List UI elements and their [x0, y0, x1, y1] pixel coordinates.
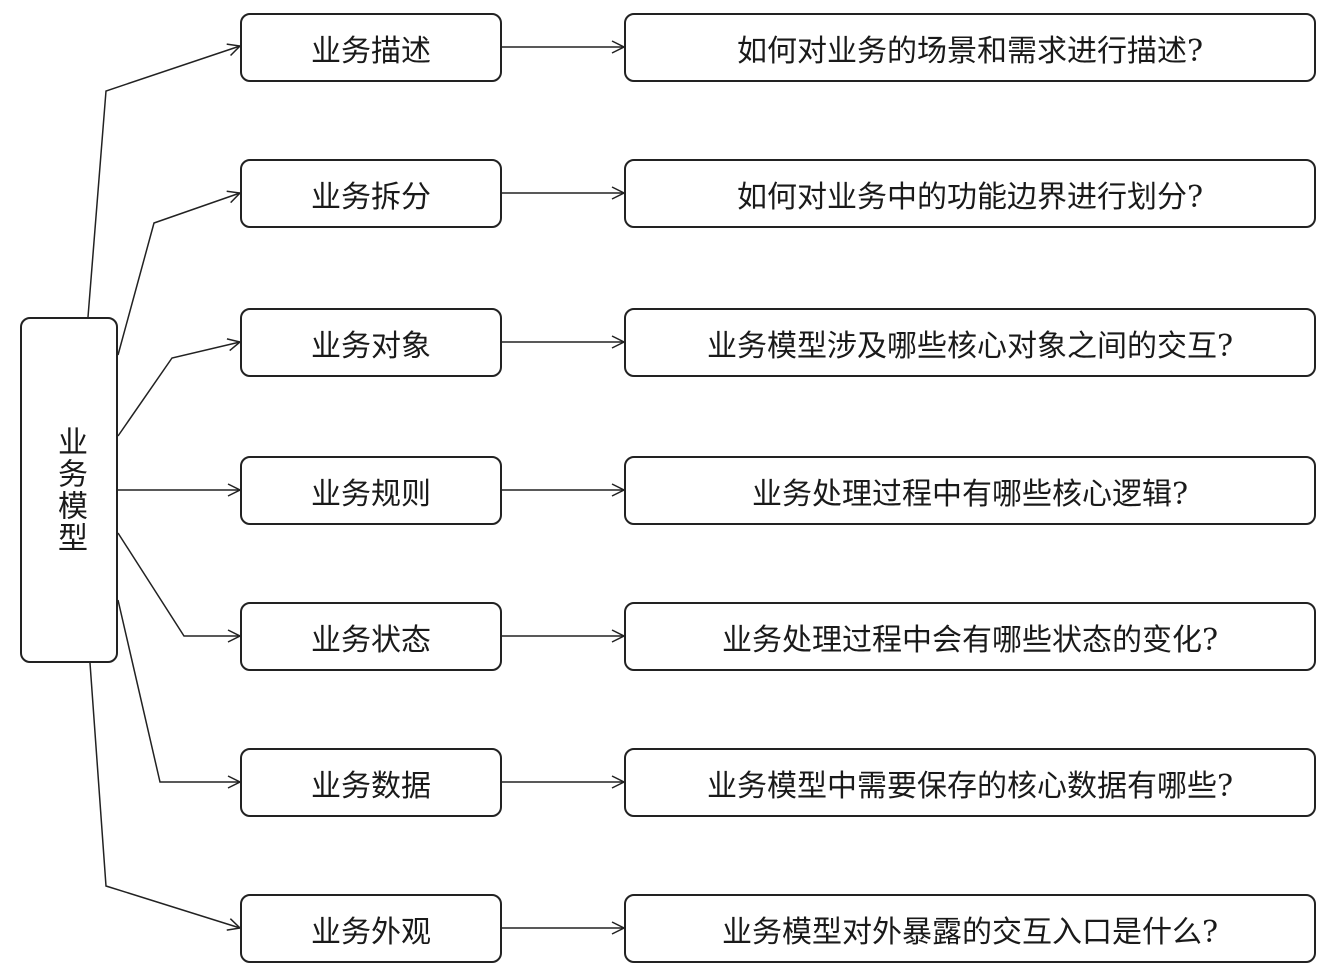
branch-node: 业务外观 [240, 894, 502, 963]
question-node: 业务模型涉及哪些核心对象之间的交互? [624, 308, 1316, 377]
question-node: 业务模型对外暴露的交互入口是什么? [624, 894, 1316, 963]
question-node: 业务模型中需要保存的核心数据有哪些? [624, 748, 1316, 817]
branch-node: 业务规则 [240, 456, 502, 525]
question-node: 业务处理过程中会有哪些状态的变化? [624, 602, 1316, 671]
branch-node: 业务描述 [240, 13, 502, 82]
question-node: 业务处理过程中有哪些核心逻辑? [624, 456, 1316, 525]
question-node: 如何对业务的场景和需求进行描述? [624, 13, 1316, 82]
connector-7 [89, 662, 240, 928]
connector-2 [117, 193, 240, 356]
root-node: 业务模型 [20, 317, 118, 663]
connector-6 [117, 599, 240, 782]
connector-1 [87, 46, 240, 318]
branch-node: 业务对象 [240, 308, 502, 377]
connector-3 [117, 342, 240, 437]
question-node: 如何对业务中的功能边界进行划分? [624, 159, 1316, 228]
branch-node: 业务拆分 [240, 159, 502, 228]
branch-node: 业务数据 [240, 748, 502, 817]
connector-5 [117, 532, 240, 636]
branch-node: 业务状态 [240, 602, 502, 671]
